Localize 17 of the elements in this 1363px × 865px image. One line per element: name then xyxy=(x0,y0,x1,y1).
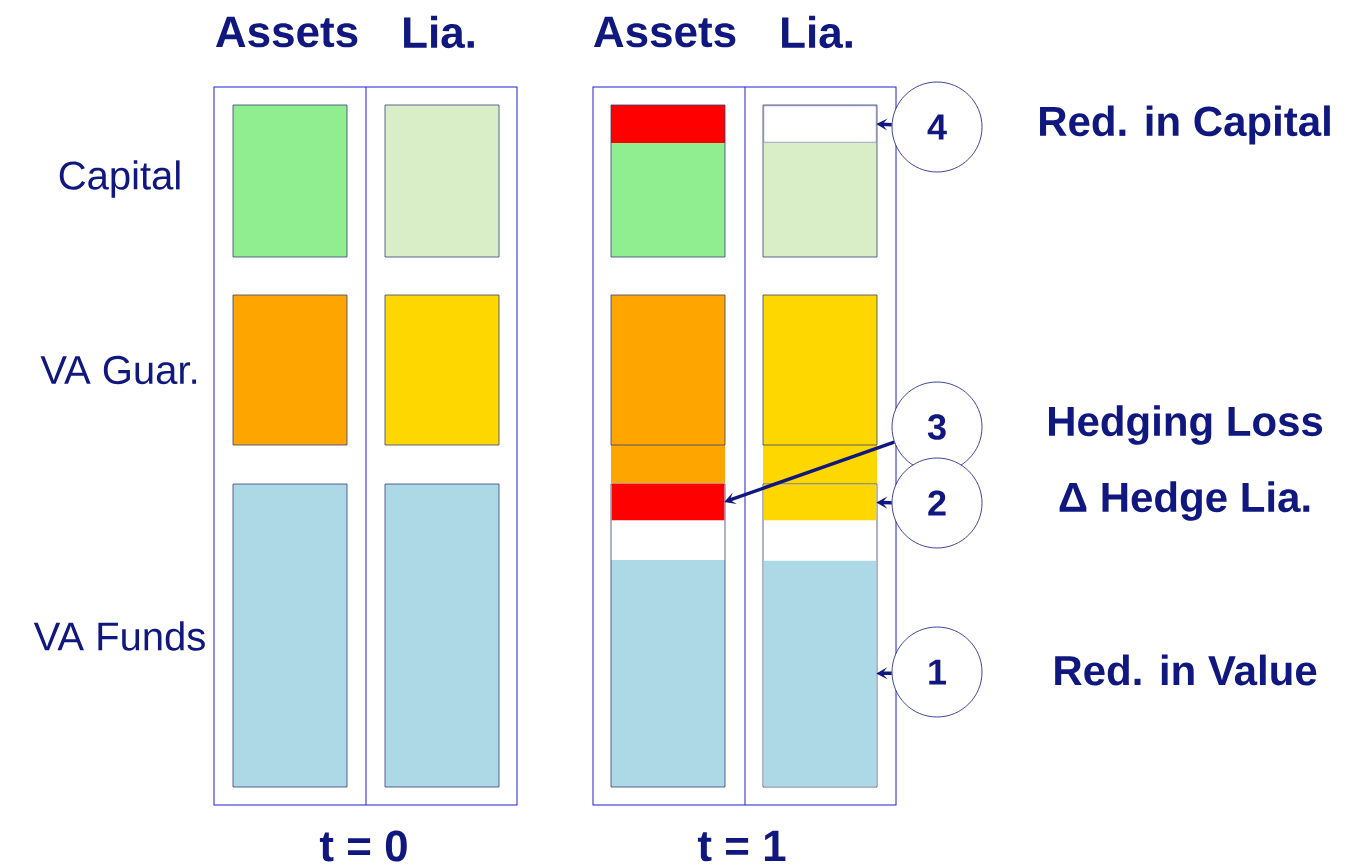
callout-text: Δ Hedge Lia. xyxy=(1059,481,1310,521)
bar-segment xyxy=(611,483,725,521)
callout-text: Red. in Value xyxy=(1055,654,1317,686)
column-header: Assets xyxy=(593,16,736,48)
row-label: Capital xyxy=(59,160,180,198)
bar-segment xyxy=(763,560,877,787)
bar-segment xyxy=(763,484,877,521)
column-header: Lia. xyxy=(782,15,852,49)
column-header: Lia. xyxy=(404,15,474,49)
row-label: VA Funds xyxy=(33,621,205,651)
callout-text: Hedging Loss xyxy=(1049,405,1323,445)
column-header: Assets xyxy=(215,16,358,48)
callout-text: Red. in Capital xyxy=(1040,105,1330,145)
time-label: t = 1 xyxy=(697,830,786,862)
bar-segment xyxy=(763,105,877,143)
time-label: t = 0 xyxy=(319,830,407,862)
row-label: VA Guar. xyxy=(40,355,197,385)
